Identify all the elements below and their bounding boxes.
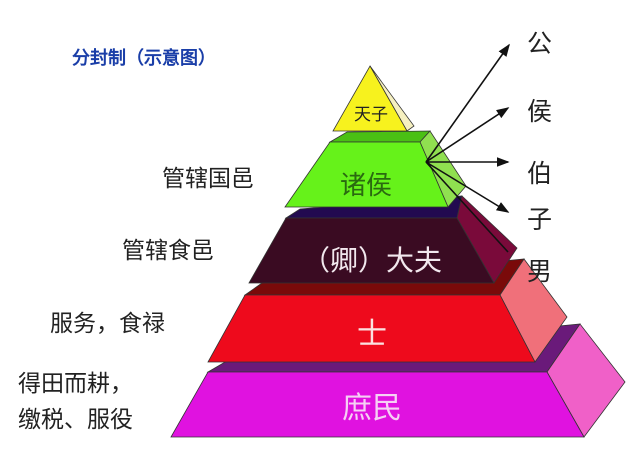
- tier-tianzi: 天子: [332, 65, 415, 132]
- label-zhuhou-duty: 管辖国邑: [162, 166, 254, 192]
- rank-zi: 子: [527, 205, 552, 234]
- arrow-nan: [425, 161, 509, 253]
- label-shumin-duty-1: 得田而耕，: [18, 371, 133, 397]
- label-dafu-duty: 管辖食邑: [122, 238, 214, 264]
- diagram-title: 分封制（示意图）: [72, 47, 216, 69]
- tier-label-shi: 士: [357, 317, 387, 352]
- tier-label-tianzi: 天子: [354, 105, 388, 125]
- rank-gong: 公: [527, 29, 552, 58]
- rank-hou: 侯: [527, 97, 552, 126]
- rank-bo: 伯: [527, 159, 552, 188]
- arrow-hou: [425, 107, 510, 163]
- arrow-zi: [425, 161, 510, 213]
- arrow-gong: [425, 43, 510, 163]
- rank-arrows: [425, 43, 510, 253]
- label-shi-duty: 服务，食禄: [50, 311, 165, 337]
- label-shumin-duty-2: 缴税、服役: [18, 407, 133, 433]
- tier-dafu: （卿）大夫: [248, 195, 518, 284]
- tier-label-dafu: （卿）大夫: [302, 244, 442, 277]
- tier-label-shumin: 庶民: [342, 391, 402, 426]
- tier-label-zhuhou: 诸侯: [340, 171, 392, 201]
- tier-zhuhou: 诸侯: [284, 130, 467, 208]
- rank-nan: 男: [527, 257, 552, 286]
